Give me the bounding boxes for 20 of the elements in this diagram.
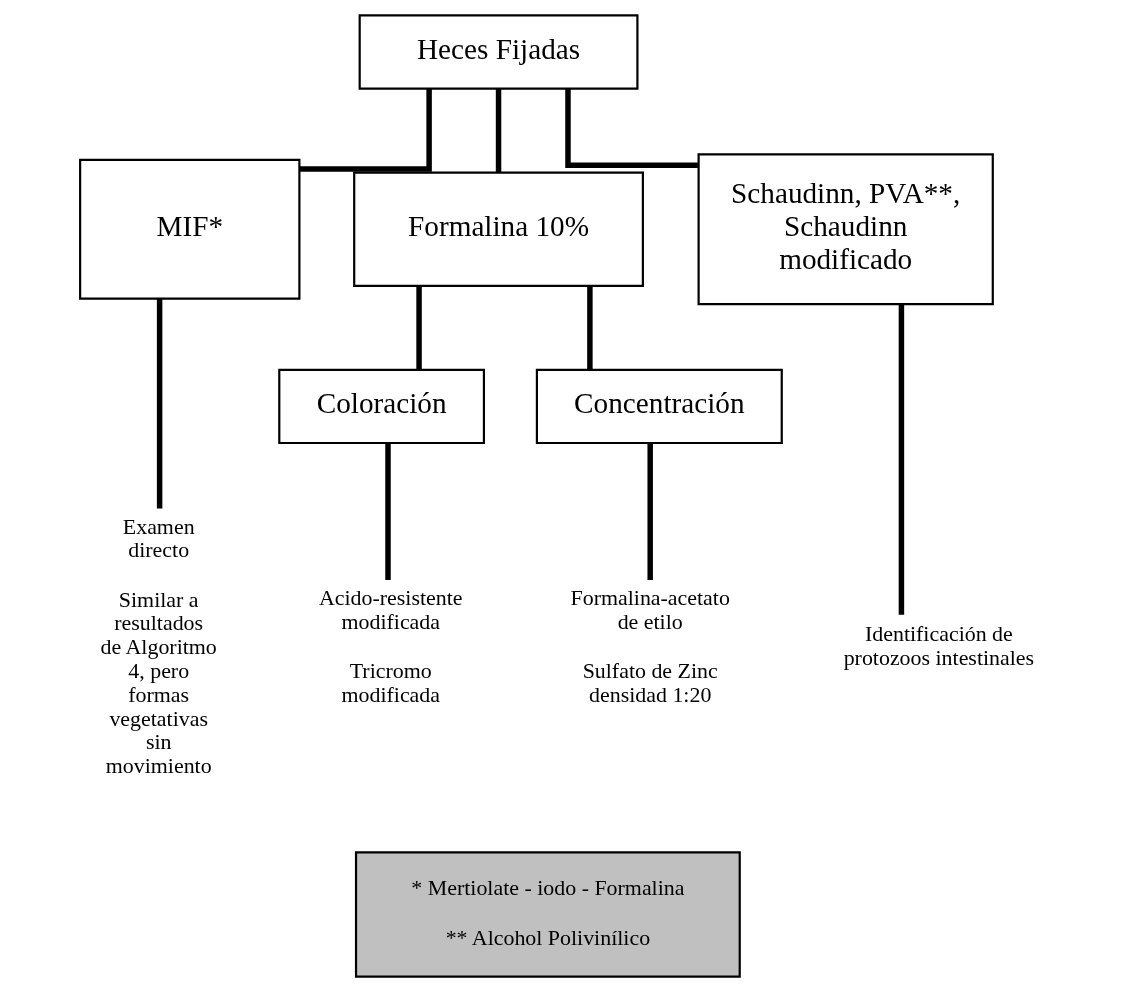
connector <box>647 443 653 581</box>
node-box: * Mertiolate - iodo - Formalina ** Alcohol Polivinílico <box>354 851 741 978</box>
node-box: Schaudinn, PVA**, Schaudinn modificado <box>697 153 994 306</box>
connector <box>565 89 698 169</box>
connector <box>416 286 422 370</box>
node-text: Formalina-acetato de etilo Sulfato de Zinc densidad 1:20 <box>570 584 730 707</box>
node-text: Acido-resistente modificada Tricromo modificada <box>318 584 463 707</box>
node-box: Concentración <box>535 368 783 445</box>
connector <box>495 88 502 173</box>
node-box: Coloración <box>278 368 486 445</box>
connector <box>156 298 163 509</box>
connector <box>587 286 593 370</box>
connector <box>299 89 432 172</box>
node-box: Heces Fijadas <box>358 14 639 90</box>
node-text: Examen directo Similar a resultados de Algoritmo 4, pero formas vegetativas sin movimiento <box>100 513 217 778</box>
node-box: MIF* <box>79 158 301 300</box>
connector <box>898 304 905 615</box>
node-box: Formalina 10% <box>353 171 644 287</box>
connector <box>385 443 391 581</box>
node-text: Identificación de protozoos intestinales <box>843 621 1035 671</box>
